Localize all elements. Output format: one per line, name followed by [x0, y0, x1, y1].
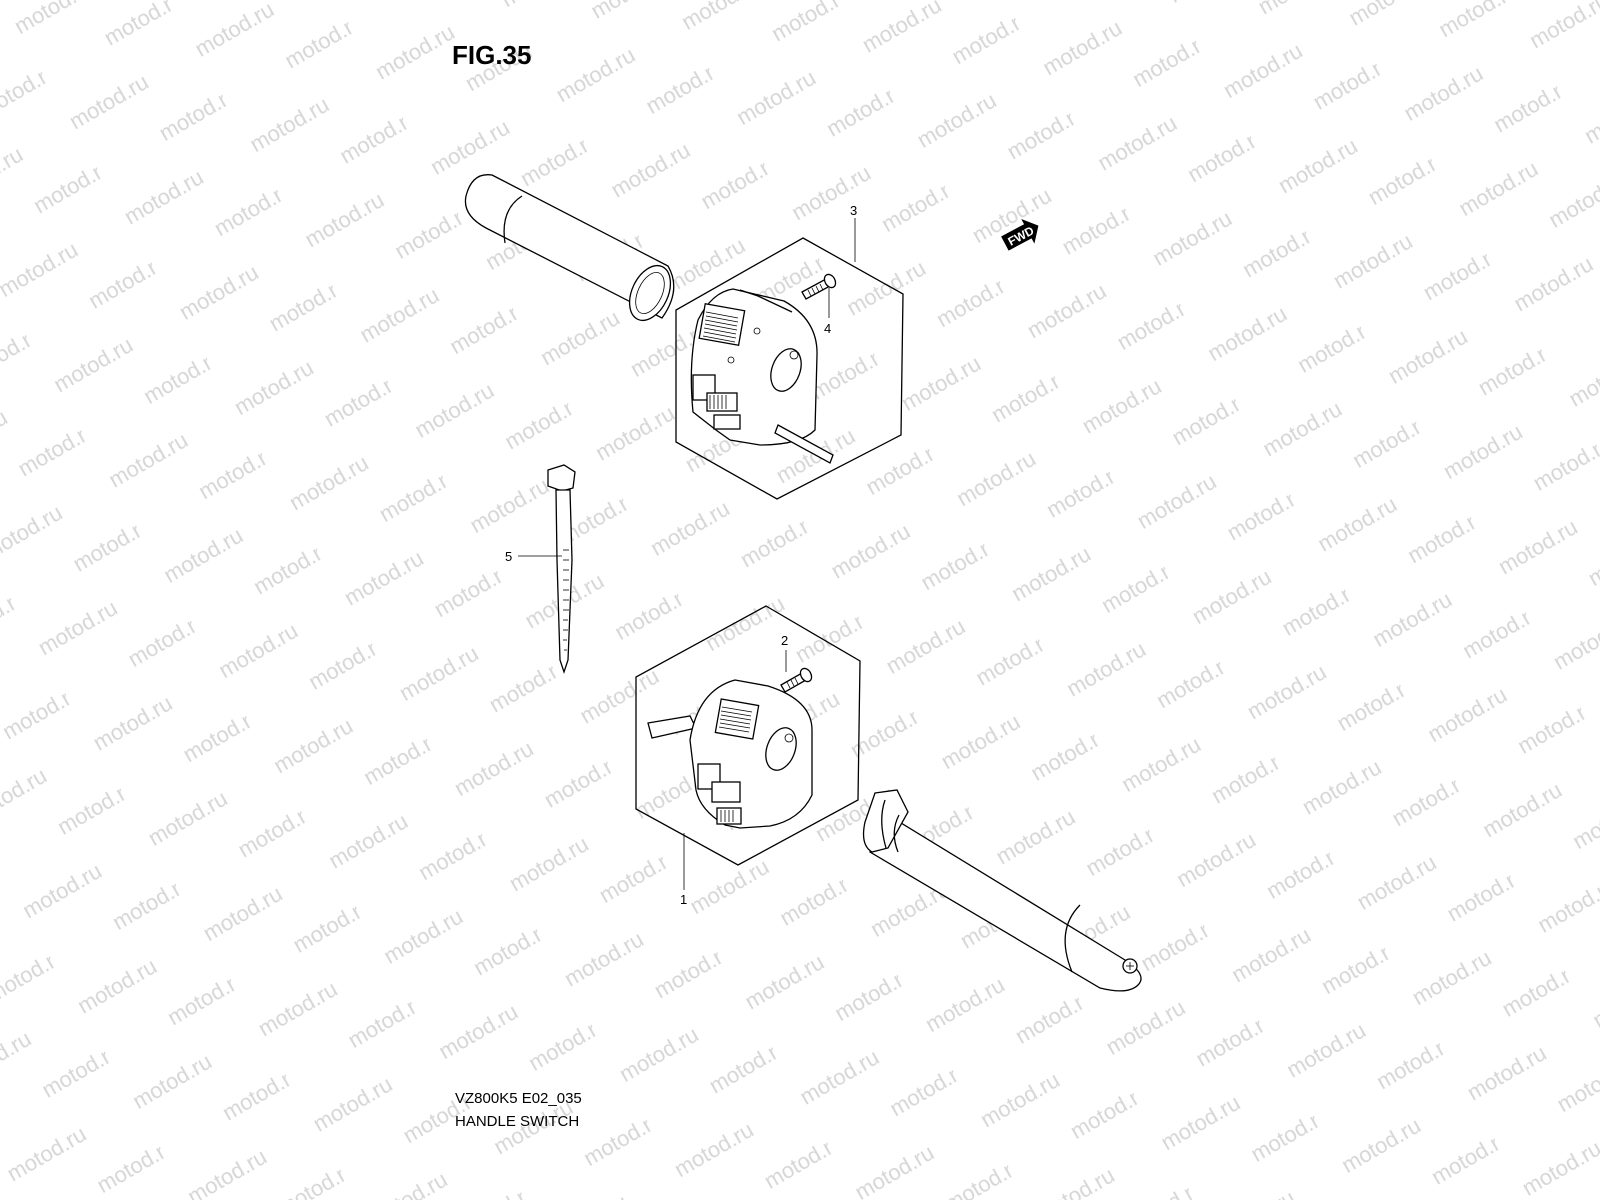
- figure-title: FIG.35: [452, 40, 532, 70]
- left-handle-switch: [647, 679, 813, 829]
- figure-code: VZ800K5 E02_035: [455, 1090, 582, 1107]
- callout-4: 4: [824, 321, 831, 336]
- left-switch-group: [635, 605, 861, 890]
- figure-name: HANDLE SWITCH: [455, 1113, 580, 1130]
- left-grip: [464, 174, 675, 322]
- hex-outline-lower: [635, 605, 861, 866]
- right-switch-group: [675, 218, 904, 500]
- screw-2: [780, 667, 813, 693]
- callout-2: 2: [781, 633, 788, 648]
- hex-outline-upper: [675, 237, 904, 500]
- throttle-grip: [862, 789, 1142, 992]
- right-handle-switch: [690, 288, 834, 464]
- callout-5: 5: [505, 549, 512, 564]
- fwd-direction-marker: FWD: [1001, 218, 1039, 251]
- callout-3: 3: [850, 203, 857, 218]
- screw-4: [801, 273, 837, 300]
- callout-1: 1: [680, 892, 687, 907]
- cable-tie: [518, 464, 576, 675]
